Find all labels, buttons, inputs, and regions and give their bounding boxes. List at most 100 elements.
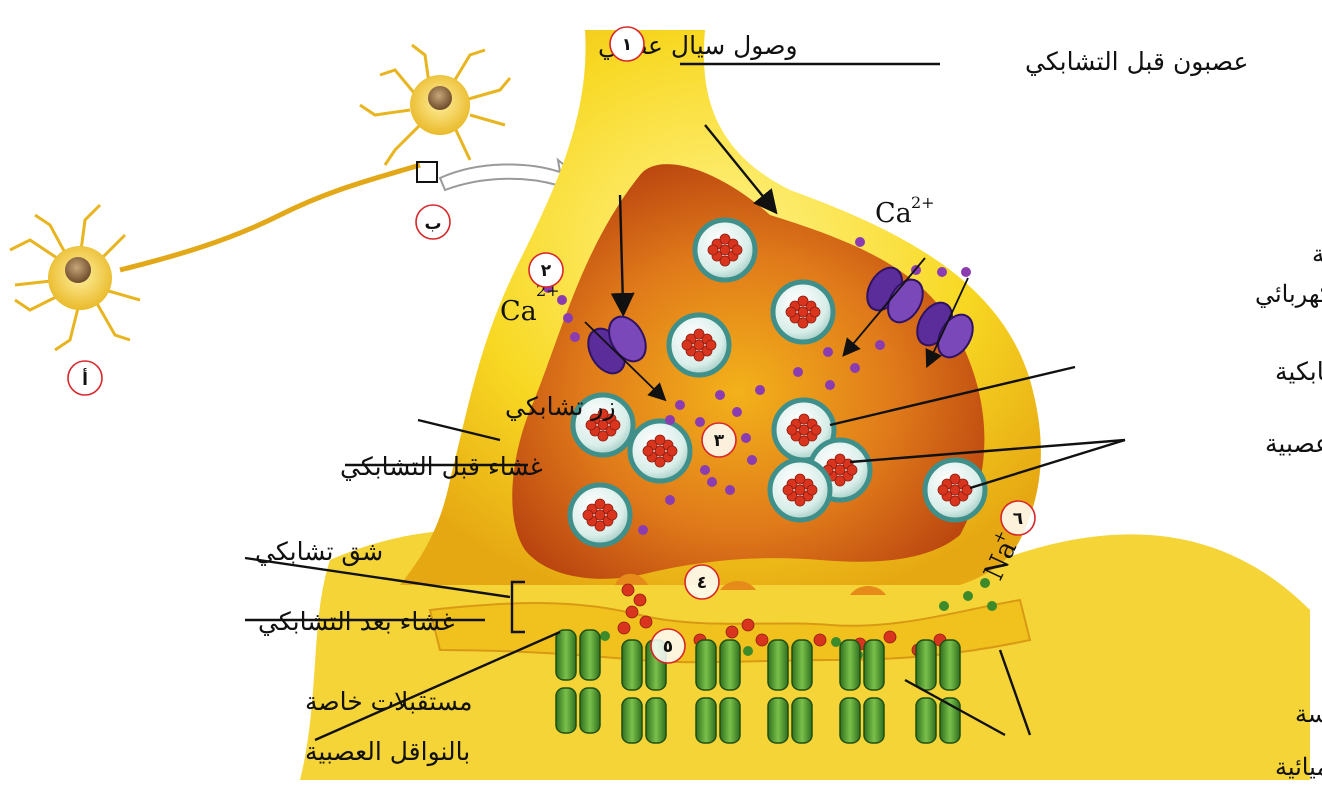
transmitter-dot: [720, 256, 730, 266]
calcium-ion: [855, 237, 865, 247]
vesicle: [773, 282, 833, 342]
transmitter-dot: [795, 496, 805, 506]
transmitter-dot: [586, 420, 596, 430]
transmitter-dot: [787, 425, 797, 435]
vesicle: [630, 421, 690, 481]
transmitter-dot: [732, 245, 742, 255]
transmitter-dot: [720, 234, 730, 244]
calcium-ion: [563, 313, 573, 323]
calcium-ion: [732, 407, 742, 417]
svg-text:١: ١: [622, 35, 632, 55]
calcium-ion: [570, 332, 580, 342]
transmitter-dot: [598, 431, 608, 441]
sodium-ion: [831, 637, 841, 647]
calcium-ion: [755, 385, 765, 395]
ion-ca-left: Ca: [500, 296, 537, 327]
label-receptors-1: مستقبلات خاصة: [305, 687, 473, 716]
svg-text:أ: أ: [82, 368, 88, 390]
label-chem-channels-2: للنواقل الكيميائية: [1275, 753, 1322, 781]
svg-text:٢: ٢: [541, 261, 552, 281]
transmitter-dot: [595, 521, 605, 531]
transmitter-dot: [835, 454, 845, 464]
ion-ca-right: Ca: [875, 198, 912, 229]
transmitter-dot: [618, 622, 630, 634]
calcium-ion: [747, 455, 757, 465]
neuron-a-body: [10, 205, 140, 350]
vesicle: [925, 460, 985, 520]
transmitter-dot: [799, 414, 809, 424]
svg-text:ب: ب: [424, 214, 441, 234]
transmitter-dot: [795, 474, 805, 484]
transmitter-dot: [655, 435, 665, 445]
sodium-ion: [600, 631, 610, 641]
transmitter-dot: [583, 510, 593, 520]
sodium-ion: [743, 646, 753, 656]
transmitter-dot: [607, 510, 617, 520]
calcium-ion: [665, 415, 675, 425]
vesicle: [770, 460, 830, 520]
calcium-ion: [707, 477, 717, 487]
transmitter-dot: [706, 340, 716, 350]
label-presynaptic-neuron: عصبون قبل التشابكي: [1025, 47, 1248, 77]
transmitter-dot: [814, 634, 826, 646]
calcium-ion: [675, 400, 685, 410]
transmitter-dot: [643, 446, 653, 456]
calcium-ion: [715, 390, 725, 400]
transmitter-dot: [962, 485, 972, 495]
marker-1: ١: [610, 27, 644, 61]
marker-5: ٥: [651, 629, 685, 663]
neuron-inset: [10, 45, 585, 350]
transmitter-dot: [682, 340, 692, 350]
calcium-ion: [665, 495, 675, 505]
label-postsynaptic-membrane: غشاء بعد التشابكي: [258, 607, 454, 636]
label-calcium-channel-2: لفرق الجهد الكهربائي: [1255, 280, 1322, 308]
marker-a: أ: [68, 361, 102, 395]
transmitter-dot: [742, 619, 754, 631]
transmitter-dot: [667, 446, 677, 456]
transmitter-dot: [708, 245, 718, 255]
sodium-ion: [963, 591, 973, 601]
transmitter-dot: [694, 351, 704, 361]
calcium-ion: [741, 433, 751, 443]
marker-6: ٦: [1001, 501, 1035, 535]
calcium-ion: [638, 525, 648, 535]
transmitter-dot: [655, 457, 665, 467]
transmitter-dot: [640, 616, 652, 628]
vesicle: [695, 220, 755, 280]
transmitter-dot: [950, 474, 960, 484]
svg-text:٣: ٣: [714, 431, 725, 451]
transmitter-dot: [634, 594, 646, 606]
transmitter-dot: [950, 496, 960, 506]
ion-ca-right-charge: 2+: [911, 193, 935, 212]
calcium-ion: [850, 363, 860, 373]
sodium-ion: [987, 601, 997, 611]
transmitter-dot: [798, 318, 808, 328]
transmitter-dot: [783, 485, 793, 495]
sodium-ion: [939, 601, 949, 611]
svg-text:٦: ٦: [1013, 509, 1023, 529]
transmitter-dot: [726, 626, 738, 638]
label-neurotransmitters: نواقل عصبية: [1265, 429, 1322, 459]
label-synaptic-knob: زر تشابكي: [505, 392, 616, 422]
transmitter-dot: [807, 485, 817, 495]
transmitter-dot: [847, 465, 857, 475]
calcium-ion: [695, 417, 705, 427]
neuron-b-body: [360, 45, 510, 165]
transmitter-dot: [622, 584, 634, 596]
transmitter-dot: [694, 329, 704, 339]
transmitter-dot: [798, 296, 808, 306]
calcium-ion: [823, 347, 833, 357]
transmitter-dot: [626, 606, 638, 618]
transmitter-dot: [799, 436, 809, 446]
transmitter-dot: [595, 499, 605, 509]
vesicle: [669, 315, 729, 375]
label-presynaptic-membrane: غشاء قبل التشابكي: [340, 452, 543, 481]
marker-2: ٢: [529, 253, 563, 287]
label-receptors-2: بالنواقل العصبية: [305, 737, 470, 767]
label-synaptic-cleft: شق تشابكي: [255, 537, 383, 567]
calcium-ion: [875, 340, 885, 350]
transmitter-dot: [756, 634, 768, 646]
transmitter-dot: [786, 307, 796, 317]
